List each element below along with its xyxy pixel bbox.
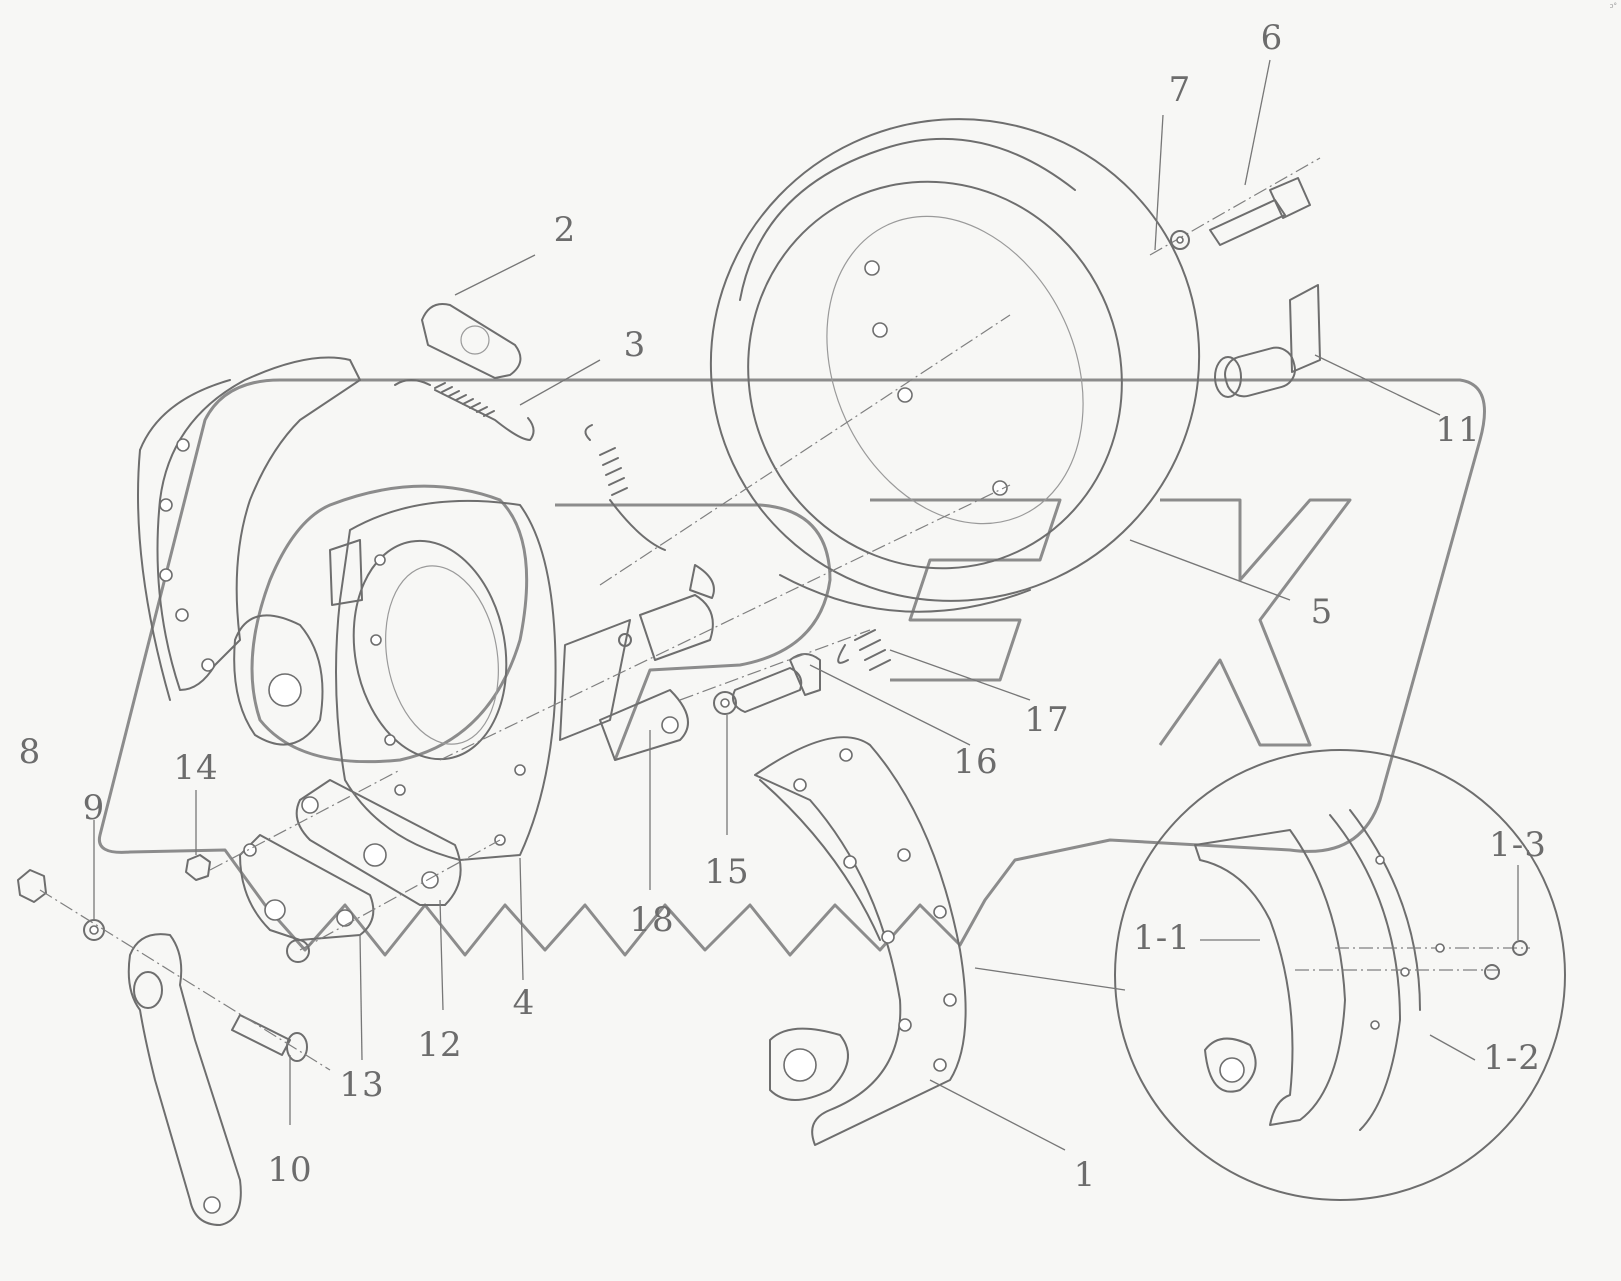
callout-7: 7 [1168,70,1192,110]
opex-watermark [97,378,1486,957]
callout-5: 5 [1310,592,1334,632]
callout-9: 9 [82,788,106,828]
washer-15 [713,691,737,715]
corner-mark: ↄ° [1609,2,1617,10]
plate-13 [239,834,375,941]
bolt-6 [1149,157,1321,256]
callout-16: 16 [953,742,999,782]
callout-1: 1 [1073,1155,1097,1195]
callout-8: 8 [18,732,42,772]
pin-11 [1214,284,1321,398]
callout-1-2: 1-2 [1483,1038,1541,1078]
callout-4: 4 [512,983,536,1023]
pin-2 [421,303,522,379]
lever [127,933,242,1226]
spring-17 [584,424,891,671]
nut-8 [17,869,47,903]
callout-3: 3 [623,325,647,365]
callout-10: 10 [267,1150,313,1190]
callout-15: 15 [704,852,750,892]
callout-14: 14 [173,748,219,788]
brake-shoe-lower [754,736,967,1146]
link-18 [599,564,715,761]
nut-14 [185,854,211,881]
centre-lines [39,314,1011,1071]
backing-plate [233,499,631,861]
brake-shoe-upper [137,356,361,701]
brake-drum [709,118,1201,613]
bolt-10 [231,1014,308,1062]
callout-11: 11 [1435,410,1481,450]
leader-lines [93,59,1519,1151]
callout-17: 17 [1024,700,1070,740]
plate-12 [295,779,462,906]
spring-3 [394,379,535,441]
adjuster-16 [732,653,821,713]
callout-13: 13 [339,1065,385,1105]
callout-6: 6 [1260,18,1284,58]
detail-circle [1114,749,1566,1201]
callout-2: 2 [553,210,577,250]
callout-18: 18 [629,900,675,940]
callout-1-1: 1-1 [1133,918,1191,958]
washer-7 [1170,230,1190,250]
washer-9 [83,919,105,941]
callout-1-3: 1-3 [1489,825,1547,865]
callout-12: 12 [417,1025,463,1065]
nut-13b [286,939,310,963]
